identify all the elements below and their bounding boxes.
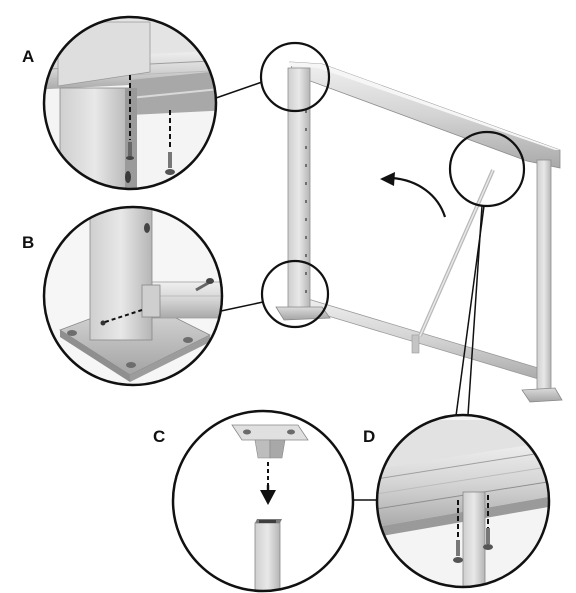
post-bracket xyxy=(231,424,309,441)
callout-label-b: B xyxy=(22,233,34,252)
detail-circle-b-marker xyxy=(260,259,330,329)
callout-label-a: A xyxy=(22,47,34,66)
detail-circle-a-marker xyxy=(259,41,331,113)
callout-label-d: D xyxy=(363,427,375,446)
right-post xyxy=(536,159,552,393)
detail-circle-c xyxy=(171,409,355,593)
curved-arrow-icon xyxy=(391,176,447,218)
right-base-plate xyxy=(521,387,563,403)
detail-circle-a xyxy=(42,15,218,191)
detail-b xyxy=(42,205,224,387)
detail-a xyxy=(42,15,218,191)
down-arrow-icon xyxy=(260,490,276,505)
left-base-plate xyxy=(275,306,331,321)
leader-lines xyxy=(215,81,485,417)
detail-c xyxy=(171,409,355,593)
detail-d xyxy=(375,413,551,589)
callout-label-c: C xyxy=(153,427,165,446)
railing-frame xyxy=(275,61,563,403)
detail-circle-d xyxy=(375,413,551,589)
post-holes xyxy=(305,110,307,293)
bottom-rail xyxy=(297,295,546,382)
post-tube xyxy=(254,522,281,591)
middle-support-foot xyxy=(411,334,420,354)
detail-circle-d-marker xyxy=(448,130,526,208)
detail-circle-b xyxy=(42,205,224,387)
